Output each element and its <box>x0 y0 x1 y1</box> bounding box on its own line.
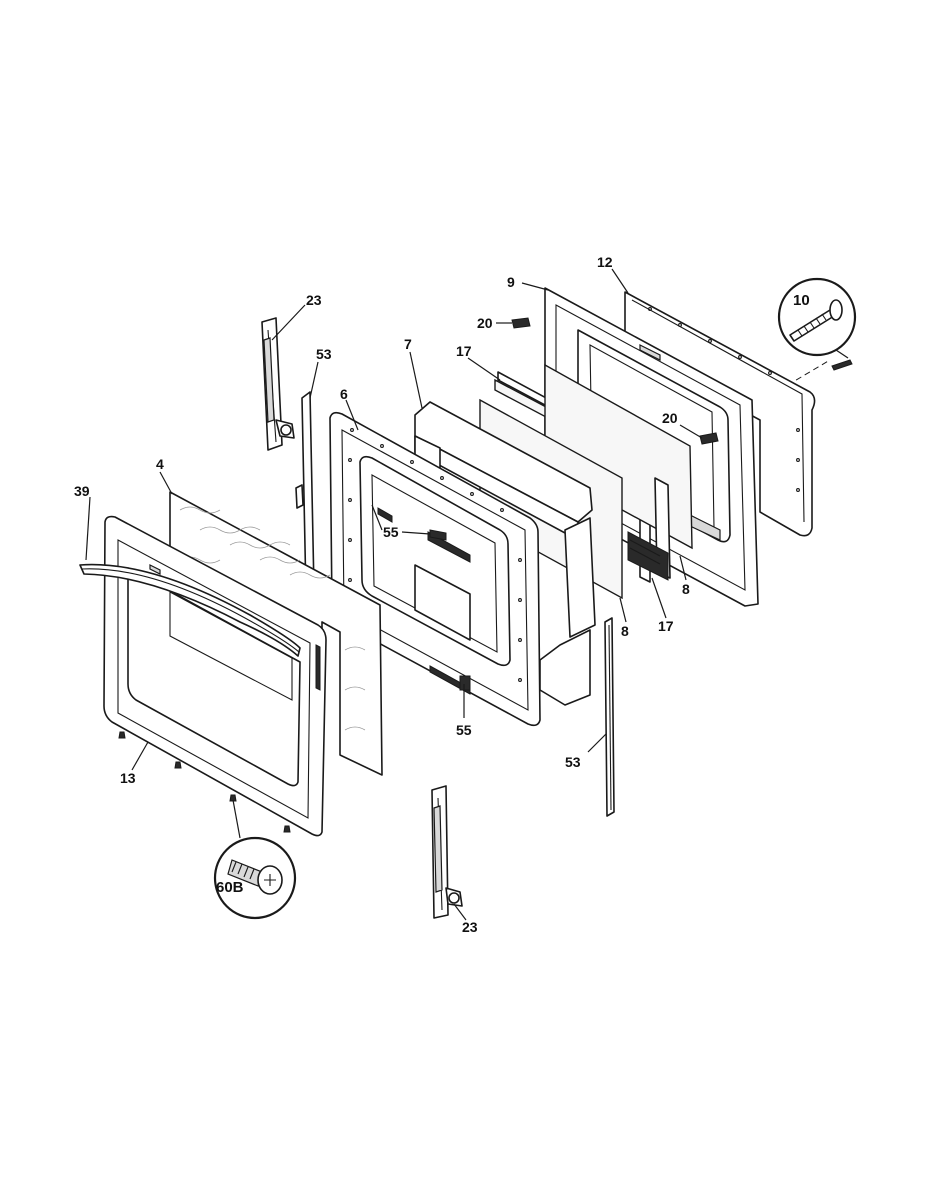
label-53-right: 53 <box>565 754 581 770</box>
label-39: 39 <box>74 483 90 499</box>
label-20-top: 20 <box>477 315 493 331</box>
door-screws <box>118 731 291 833</box>
part-55-hinge-receptacle-lower <box>459 675 471 691</box>
part-20-glass-clip-right <box>699 432 719 445</box>
part-55-hinge-receptacle-upper <box>429 529 447 541</box>
callout-60b-screw-detail <box>213 799 297 920</box>
label-60b: 60B <box>216 879 244 896</box>
label-6: 6 <box>340 386 348 402</box>
part-8-door-glass-inner <box>544 363 693 581</box>
label-23-top: 23 <box>306 292 322 308</box>
label-53-left: 53 <box>316 346 332 362</box>
part-53-door-side-trim-right <box>604 617 615 817</box>
part-6-inner-door-liner <box>329 411 541 727</box>
callout-10-bolt-detail <box>777 277 857 371</box>
part-12-rear-door-frame <box>624 291 816 537</box>
part-23-door-hinge-bottom <box>431 785 463 919</box>
part-20-glass-clip-upper <box>511 317 531 329</box>
label-55-lower: 55 <box>456 722 472 738</box>
label-55-upper: 55 <box>383 524 399 540</box>
label-20-right: 20 <box>662 410 678 426</box>
leader-lines <box>85 268 703 921</box>
label-23-bottom: 23 <box>462 919 478 935</box>
label-7: 7 <box>404 336 412 352</box>
part-23-door-hinge-top <box>261 317 295 451</box>
label-4: 4 <box>156 456 164 472</box>
part-labels: 23 53 7 6 17 9 12 20 20 10 39 4 55 55 8 … <box>74 254 810 935</box>
label-9: 9 <box>507 274 515 290</box>
part-13-outer-door-panel <box>103 515 327 837</box>
label-10: 10 <box>793 292 810 309</box>
label-13: 13 <box>120 770 136 786</box>
label-17-top: 17 <box>456 343 472 359</box>
label-12: 12 <box>597 254 613 270</box>
part-39-door-handle <box>79 563 301 657</box>
label-8-right: 8 <box>682 581 690 597</box>
part-7-door-insulation <box>414 401 596 706</box>
label-17-lower: 17 <box>658 618 674 634</box>
label-8-lower: 8 <box>621 623 629 639</box>
